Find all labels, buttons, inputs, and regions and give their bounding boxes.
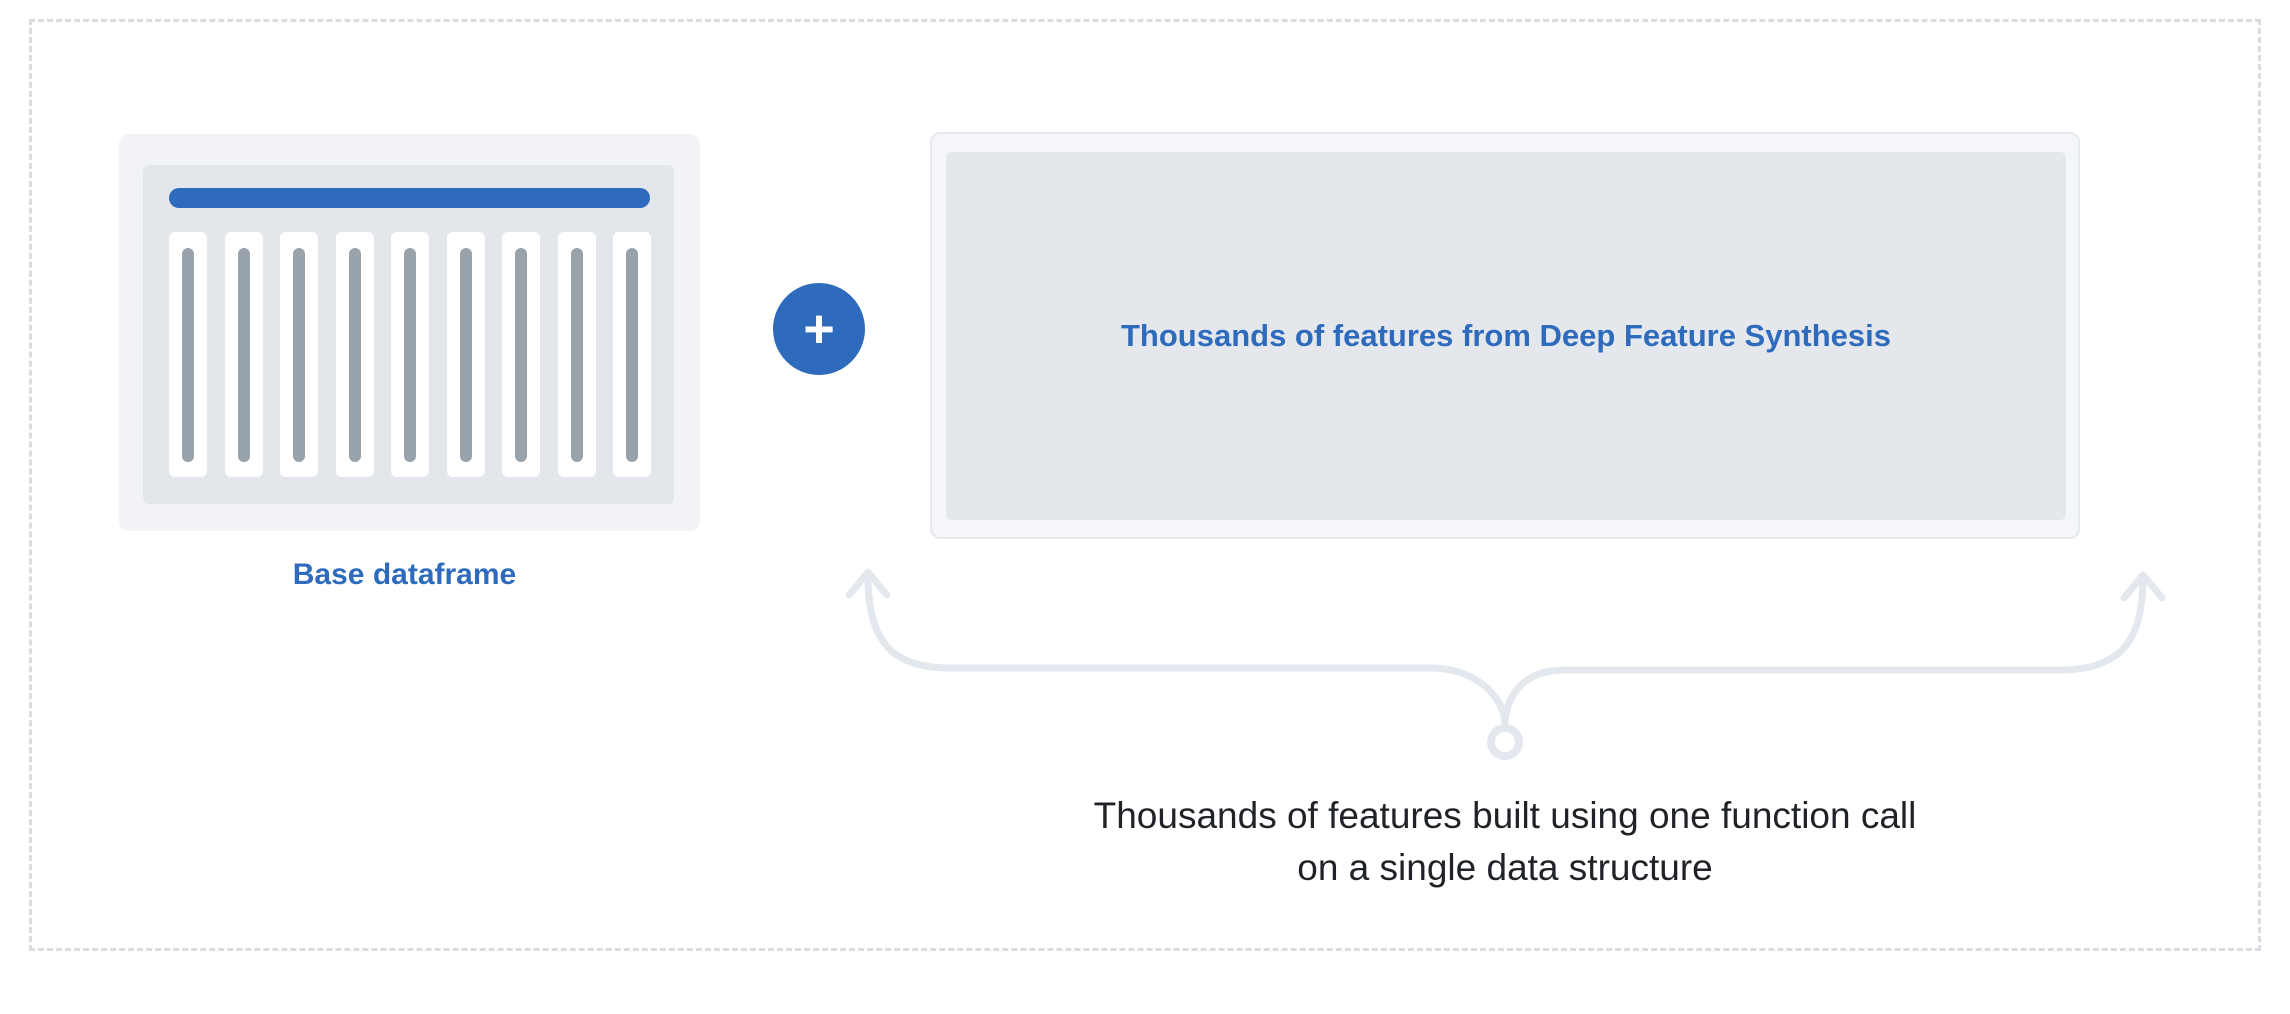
table-column [502, 232, 540, 477]
table-column [336, 232, 374, 477]
features-label: Thousands of features from Deep Feature … [1120, 318, 1891, 353]
caption-line-2: on a single data structure [1297, 847, 1713, 888]
arrow-up-right-icon [2120, 571, 2166, 602]
base-dataframe-label: Base dataframe [292, 558, 517, 591]
caption-line-1: Thousands of features built using one fu… [1093, 795, 1917, 836]
arrow-up-left-icon [845, 568, 891, 599]
table-column [169, 232, 207, 477]
table-column [558, 232, 596, 477]
table-column [613, 232, 651, 477]
caption: Thousands of features built using one fu… [1000, 790, 2010, 894]
brace-right-arm [1501, 574, 2147, 729]
plus-icon: + [773, 283, 865, 375]
table-column [225, 232, 263, 477]
table-column [391, 232, 429, 477]
table-column [447, 232, 485, 477]
diagram-frame [29, 19, 2261, 951]
table-header-bar [169, 188, 650, 208]
brace-left-arm [864, 571, 1509, 729]
features-panel: Thousands of features from Deep Feature … [946, 152, 2066, 520]
brace-origin-icon [1487, 724, 1523, 760]
table-column [280, 232, 318, 477]
